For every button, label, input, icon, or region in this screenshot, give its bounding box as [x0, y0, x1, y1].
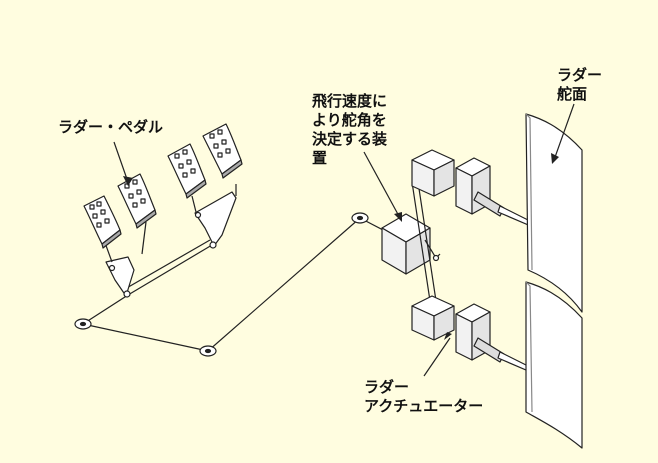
label-line: 置 — [312, 149, 328, 167]
pulley — [199, 345, 217, 357]
pulley — [74, 318, 92, 330]
pedal-left-inner — [117, 173, 157, 229]
label-line: 飛行速度に — [312, 92, 388, 110]
pedal-left-outer — [83, 195, 122, 249]
label-line: より舵角を — [312, 111, 387, 129]
lower-actuator — [411, 295, 547, 379]
rudder-limiter-unit — [381, 181, 441, 315]
label-rudder-surface: ラダー 舵面 — [557, 66, 602, 104]
label-line: ラダー — [557, 66, 603, 84]
label-line: アクチュエーター — [364, 397, 484, 415]
pedal-right-outer — [202, 123, 243, 179]
rudder-lower-surface — [525, 281, 583, 449]
leader-lines — [113, 103, 575, 377]
pulley — [351, 212, 369, 224]
label-line: 決定する装 — [312, 130, 388, 148]
pedal-right-inner — [167, 143, 207, 199]
label-speed-device: 飛行速度に より舵角を 決定する装 置 — [312, 92, 387, 168]
label-rudder-pedal: ラダー・ペダル — [58, 118, 164, 136]
rudder-upper-surface — [525, 113, 583, 313]
upper-actuator — [411, 149, 547, 233]
label-rudder-actuator: ラダー アクチュエーター — [364, 378, 483, 416]
pedal-linkage — [103, 184, 237, 298]
label-line: ラダー — [364, 378, 410, 396]
label-line: 舵面 — [557, 85, 588, 103]
